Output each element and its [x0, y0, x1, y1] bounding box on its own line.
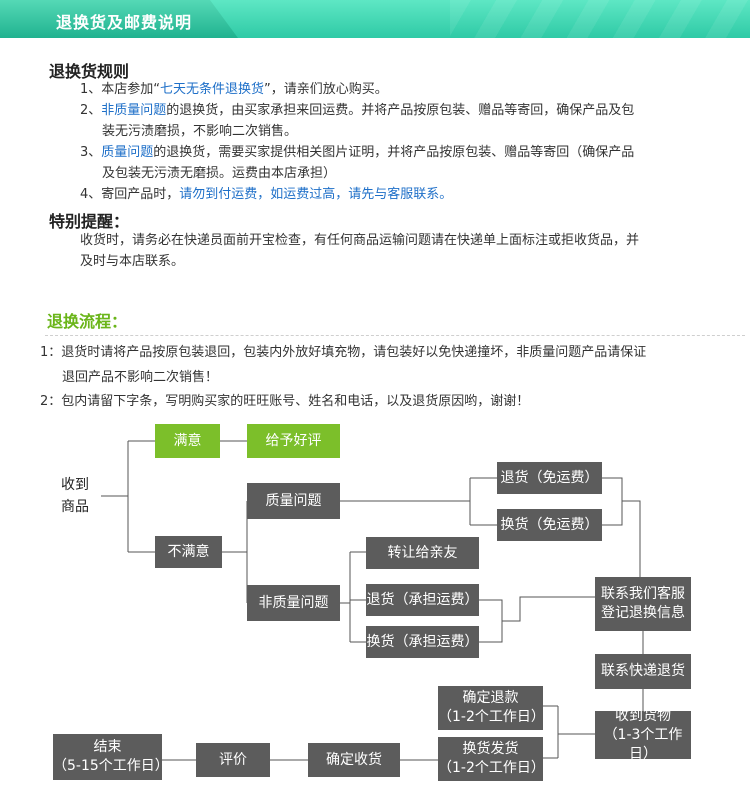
process-line-2: 退回产品不影响二次销售！ — [62, 370, 219, 385]
node-received-line2: 商品 — [61, 499, 89, 515]
node-nonquality-issue-label: 非质量问题 — [258, 594, 329, 611]
node-courier-return: 联系快递退货 — [595, 654, 691, 689]
rule-1-prefix: 1、本店参加“ — [80, 82, 161, 97]
rule-3-prefix: 3、 — [80, 145, 102, 160]
reminder-line-2: 及时与本店联系。 — [80, 254, 185, 269]
rule-1-highlight: 七天无条件退换货 — [160, 82, 265, 97]
node-return-free-label: 退货（免运费） — [500, 469, 599, 486]
node-confirm-refund-line2: （1-2个工作日） — [438, 709, 545, 725]
rule-4-prefix: 4、寄回产品时， — [80, 187, 180, 202]
node-transfer-label: 转让给亲友 — [387, 544, 458, 561]
node-received: 收到 商品 — [52, 474, 98, 518]
node-end-line1: 结束 — [93, 739, 122, 755]
rule-2-continued: 装无污渍磨损，不影响二次销售。 — [102, 124, 298, 139]
header-banner: 退换货及邮费说明 — [0, 0, 750, 38]
node-confirm-receipt-label: 确定收货 — [326, 751, 382, 768]
banner-decoration — [450, 0, 750, 38]
rule-2-prefix: 2、 — [80, 103, 102, 118]
process-heading: 退换流程： — [47, 312, 128, 331]
process-line-3: 2：包内请留下字条，写明购买家的旺旺账号、姓名和电话，以及退货原因哟，谢谢！ — [40, 394, 530, 409]
node-unsatisfied-label: 不满意 — [167, 543, 210, 560]
node-goods-received-line1: 收到货物 — [615, 707, 671, 724]
rule-2-text: 的退换货，由买家承担来回运费。并将产品按原包装、赠品等寄回，确保产品及包 — [166, 103, 635, 118]
rule-3-text: 的退换货，需要买家提供相关图片证明，并将产品按原包装、赠品等寄回（确保产品 — [153, 145, 635, 160]
node-transfer: 转让给亲友 — [366, 537, 479, 569]
node-exchange-paid-label: 换货（承担运费） — [366, 633, 479, 650]
node-contact-service-line2: 登记退换信息 — [601, 605, 685, 621]
node-return-free: 退货（免运费） — [497, 462, 602, 494]
node-received-line1: 收到 — [61, 477, 89, 493]
node-exchange-ship-line1: 换货发货 — [462, 741, 519, 757]
node-satisfied: 满意 — [155, 424, 220, 458]
reminder-heading: 特别提醒： — [49, 212, 130, 231]
rule-item-3: 3、质量问题的退换货，需要买家提供相关图片证明，并将产品按原包装、赠品等寄回（确… — [80, 142, 634, 163]
rule-item-2: 2、非质量问题的退换货，由买家承担来回运费。并将产品按原包装、赠品等寄回，确保产… — [80, 100, 634, 121]
node-contact-service: 联系我们客服 登记退换信息 — [595, 577, 691, 631]
rule-3-highlight: 质量问题 — [101, 145, 154, 160]
node-nonquality-issue: 非质量问题 — [247, 585, 340, 621]
node-contact-service-line1: 联系我们客服 — [601, 586, 685, 602]
node-exchange-ship: 换货发货 （1-2个工作日） — [438, 737, 545, 781]
node-satisfied-label: 满意 — [173, 432, 202, 449]
node-return-paid: 退货（承担运费） — [366, 584, 479, 616]
node-quality-issue-label: 质量问题 — [265, 492, 322, 509]
rules-heading: 退换货规则 — [49, 62, 130, 81]
rule-4-highlight: 请勿到付运费，如运费过高，请先与客服联系。 — [179, 187, 453, 202]
node-goods-received: 收到货物 （1-3个工作日） — [595, 708, 691, 762]
node-exchange-ship-line2: （1-2个工作日） — [438, 760, 545, 776]
reminder-line-1: 收货时，请务必在快递员面前开宝检查，有任何商品运输问题请在快递单上面标注或拒收货… — [80, 233, 640, 248]
node-end: 结束 （5-15个工作日） — [53, 734, 169, 780]
node-good-review-label: 给予好评 — [265, 432, 322, 449]
node-exchange-paid: 换货（承担运费） — [366, 626, 479, 658]
node-goods-received-line2: （1-3个工作日） — [603, 726, 683, 762]
divider — [45, 335, 745, 336]
node-confirm-receipt: 确定收货 — [308, 743, 400, 777]
rule-item-1: 1、本店参加“七天无条件退换货”，请亲们放心购买。 — [80, 79, 388, 100]
node-review: 评价 — [196, 743, 270, 777]
node-courier-return-label: 联系快递退货 — [601, 663, 685, 679]
node-confirm-refund-line1: 确定退款 — [462, 690, 519, 706]
node-good-review: 给予好评 — [247, 424, 340, 458]
node-review-label: 评价 — [219, 751, 247, 768]
node-exchange-free: 换货（免运费） — [497, 509, 602, 541]
node-end-line2: （5-15个工作日） — [53, 758, 169, 774]
rule-item-4: 4、寄回产品时，请勿到付运费，如运费过高，请先与客服联系。 — [80, 184, 452, 205]
node-quality-issue: 质量问题 — [247, 483, 340, 519]
banner-tab — [0, 0, 238, 38]
page-title: 退换货及邮费说明 — [56, 13, 193, 32]
rule-3-continued: 及包装无污渍无磨损。运费由本店承担） — [102, 166, 337, 181]
process-line-1: 1：退货时请将产品按原包装退回，包装内外放好填充物，请包装好以免快递撞坏，非质量… — [40, 345, 647, 360]
rule-1-suffix: ”，请亲们放心购买。 — [264, 82, 388, 97]
node-return-paid-label: 退货（承担运费） — [366, 591, 479, 608]
rule-2-highlight: 非质量问题 — [101, 103, 167, 118]
node-confirm-refund: 确定退款 （1-2个工作日） — [438, 686, 545, 730]
node-exchange-free-label: 换货（免运费） — [500, 516, 599, 533]
node-unsatisfied: 不满意 — [155, 536, 222, 568]
